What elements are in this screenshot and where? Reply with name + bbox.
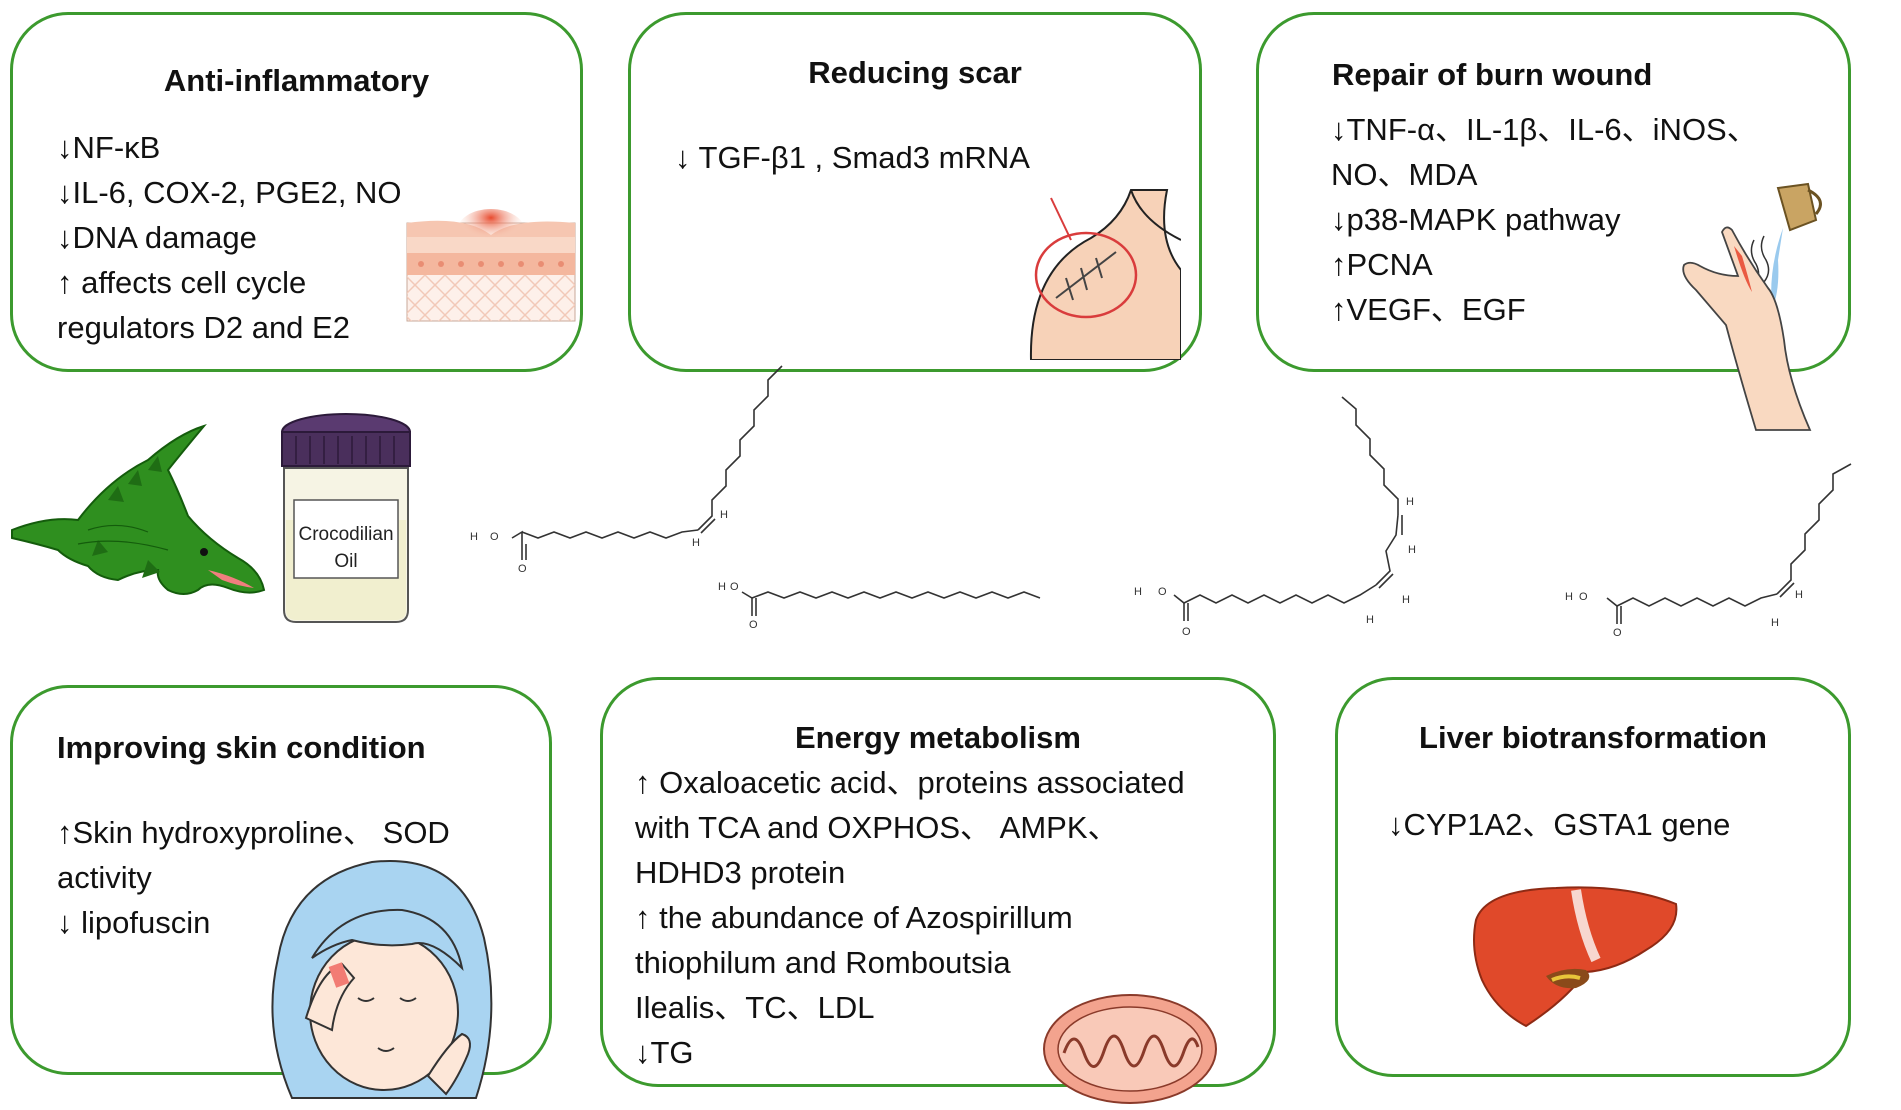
effect-line: thiophilum and Romboutsia	[635, 945, 1011, 980]
effect-list: ↓TNF-α、IL-1β、IL-6、iNOS、 NO、MDA ↓p38-MAPK…	[1331, 107, 1758, 332]
panel-title: Liver biotransformation	[1419, 720, 1767, 755]
hydrogen-atom-label: H	[1408, 544, 1416, 556]
skin-layers-icon	[406, 209, 576, 322]
effect-line: ↓IL-6, COX-2, PGE2, NO	[57, 175, 402, 210]
effect-list: ↑ Oxaloacetic acid、proteins associated w…	[635, 760, 1185, 1075]
effect-line: HDHD3 protein	[635, 855, 846, 890]
oil-jar-label-line1: Crocodilian	[298, 524, 394, 545]
oil-jar-icon	[281, 413, 411, 623]
oxygen-atom-label: O	[1158, 586, 1167, 598]
effect-line: Ilealis、TC、LDL	[635, 990, 875, 1025]
panel-title: Energy metabolism	[795, 720, 1081, 755]
hydrogen-atom-label: H	[1134, 586, 1142, 598]
effect-line: NO、MDA	[1331, 157, 1478, 192]
effect-line: ↑PCNA	[1331, 247, 1433, 282]
panel-liver-biotransformation: Liver biotransformation ↓CYP1A2、GSTA1 ge…	[1335, 677, 1851, 1077]
panel-title: Improving skin condition	[57, 730, 426, 765]
liver-icon	[1473, 886, 1678, 1028]
oleic-acid-structure: O O H H H	[470, 365, 783, 575]
effect-line: ↓ TGF-β1 , Smad3 mRNA	[675, 140, 1030, 175]
effect-line: ↓ lipofuscin	[57, 905, 211, 940]
hydrogen-atom-label: H	[470, 531, 478, 543]
effect-list: ↓CYP1A2、GSTA1 gene	[1388, 802, 1730, 847]
effect-list: ↓NF-κB ↓IL-6, COX-2, PGE2, NO ↓DNA damag…	[57, 125, 402, 350]
effect-line: ↓p38-MAPK pathway	[1331, 202, 1621, 237]
effect-line: ↓DNA damage	[57, 220, 257, 255]
effect-line: ↑VEGF、EGF	[1331, 292, 1526, 327]
hydrogen-atom-label: H	[1406, 496, 1414, 508]
panel-title: Repair of burn wound	[1332, 57, 1653, 92]
effect-line: with TCA and OXPHOS、 AMPK、	[635, 810, 1119, 845]
hydrogen-atom-label: H	[1366, 614, 1374, 626]
panel-burn-wound: Repair of burn wound ↓TNF-α、IL-1β、IL-6、i…	[1256, 12, 1851, 372]
hydrogen-atom-label: H	[720, 509, 728, 521]
effect-line: ↓NF-κB	[57, 130, 161, 165]
panel-title: Anti-inflammatory	[163, 63, 430, 98]
oxygen-atom-label: O	[749, 619, 758, 630]
effect-line: ↑Skin hydroxyproline、 SOD	[57, 815, 450, 850]
effect-line: activity	[57, 860, 152, 895]
hydrogen-atom-label: H	[1771, 617, 1779, 629]
effect-list: ↓ TGF-β1 , Smad3 mRNA	[675, 135, 1030, 180]
oxygen-atom-label: O	[1182, 626, 1191, 638]
mitochondria-icon	[1043, 994, 1217, 1104]
linoleic-acid-structure: H O O H H H H	[1134, 396, 1416, 638]
woman-face-icon	[271, 860, 493, 1099]
hydrogen-atom-label: H	[1402, 594, 1410, 606]
effect-line: ↓TG	[635, 1035, 694, 1070]
effect-line: ↓TNF-α、IL-1β、IL-6、iNOS、	[1331, 112, 1758, 147]
panel-anti-inflammatory: Anti-inflammatory ↓NF-κB ↓IL-6, COX-2, P…	[10, 12, 583, 372]
crocodile-icon	[11, 424, 266, 595]
effect-line: regulators D2 and E2	[57, 310, 350, 345]
oxygen-atom-label: O	[490, 531, 499, 543]
oil-jar-label-line2: Oil	[334, 551, 358, 572]
oxygen-atom-label: O	[730, 581, 739, 593]
effect-line: ↑ Oxaloacetic acid、proteins associated	[635, 765, 1185, 800]
hydrogen-atom-label: H	[718, 581, 726, 593]
oleic-acid-structure-2: H O O H H	[1565, 463, 1852, 639]
effect-list: ↑Skin hydroxyproline、 SOD activity ↓ lip…	[57, 810, 450, 945]
panel-reducing-scar: Reducing scar ↓ TGF-β1 , Smad3 mRNA	[628, 12, 1202, 372]
effect-line: ↓CYP1A2、GSTA1 gene	[1388, 807, 1731, 842]
oil-jar-label: Crocodilian Oil	[294, 521, 398, 575]
oxygen-atom-label: O	[518, 563, 527, 575]
hydrogen-atom-label: H	[692, 537, 700, 549]
oxygen-atom-label: O	[1613, 627, 1622, 639]
burned-hand-icon	[1682, 182, 1822, 431]
effect-line: ↑ the abundance of Azospirillum	[635, 900, 1073, 935]
panel-title: Reducing scar	[808, 55, 1022, 90]
hydrogen-atom-label: H	[1795, 589, 1803, 601]
hydrogen-atom-label: H	[1565, 591, 1573, 603]
oxygen-atom-label: O	[1579, 591, 1588, 603]
palmitic-acid-structure: H O O	[718, 581, 1041, 630]
effect-line: ↑ affects cell cycle	[57, 265, 307, 300]
shoulder-scar-icon	[1029, 189, 1181, 360]
